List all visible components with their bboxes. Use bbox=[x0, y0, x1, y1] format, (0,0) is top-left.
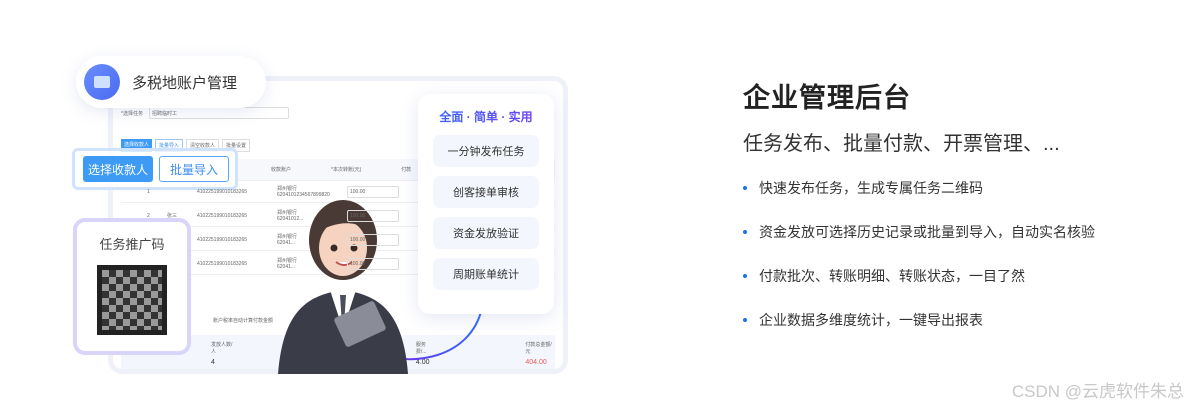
task-label: *选择任务 bbox=[121, 110, 143, 117]
row-bank: 郑州银行 bbox=[277, 257, 298, 264]
badge-title: 多税地账户管理 bbox=[132, 74, 238, 92]
row-bank: 郑州银行 bbox=[277, 209, 298, 216]
amount-input[interactable]: 100.00 bbox=[347, 257, 399, 270]
features-card: 全面 · 简单 · 实用 一分钟发布任务 创客接单审核 资金发放验证 周期账单统… bbox=[418, 94, 554, 314]
row-acct: 6204101234567899820 bbox=[277, 191, 330, 198]
header-amount: *本次转账(元) bbox=[331, 167, 362, 173]
row-no: 1 bbox=[147, 188, 150, 195]
account-management-badge: 多税地账户管理 bbox=[76, 56, 266, 108]
bullet-icon bbox=[743, 318, 747, 322]
stat-label: 服务费/... bbox=[415, 342, 427, 355]
page-subtitle: 任务发布、批量付款、开票管理、... bbox=[743, 133, 1060, 155]
list-item: 快速发布任务，生成专属任务二维码 bbox=[743, 166, 1095, 210]
feature-list: 快速发布任务，生成专属任务二维码 资金发放可选择历史记录或批量到导入，自动实名核… bbox=[743, 166, 1095, 342]
businesswoman-illustration bbox=[278, 200, 408, 374]
bullet-icon bbox=[743, 186, 747, 190]
list-item-text: 快速发布任务，生成专属任务二维码 bbox=[759, 180, 983, 196]
amount-input[interactable]: 100.00 bbox=[347, 209, 399, 222]
qr-title: 任务推广码 bbox=[99, 237, 165, 252]
features-heading: 全面 · 简单 · 实用 bbox=[418, 108, 554, 125]
note: 账户税率自动计算付款金额 bbox=[213, 318, 274, 324]
list-item-text: 资金发放可选择历史记录或批量到导入，自动实名核验 bbox=[759, 224, 1095, 240]
wallet-icon bbox=[84, 64, 120, 100]
row-bank: 郑州银行 bbox=[277, 233, 298, 240]
stat-value: 404.00 bbox=[525, 359, 547, 366]
list-item: 付款批次、转账明细、转账状态，一目了然 bbox=[743, 254, 1095, 298]
stat-label: 发放人数/人 bbox=[211, 342, 233, 355]
description-panel: 企业管理后台 任务发布、批量付款、开票管理、... 快速发布任务，生成专属任务二… bbox=[743, 76, 1095, 342]
stat-label: 付款总金额/元 bbox=[525, 342, 552, 355]
row-acct: 62041... bbox=[277, 239, 296, 246]
header-account: 收款账户 bbox=[271, 167, 292, 173]
row-id: 410225199010183265 bbox=[197, 188, 248, 195]
amount-input[interactable]: 100.00 bbox=[347, 185, 399, 198]
row-bank: 郑州银行 bbox=[277, 185, 298, 192]
row-id: 410225199010183265 bbox=[197, 236, 248, 243]
row-id: 410225199010183265 bbox=[197, 260, 248, 267]
header-pay: 付款 bbox=[401, 167, 412, 173]
feature-item: 创客接单审核 bbox=[433, 176, 539, 208]
action-buttons: 选择收款人 批量导入 bbox=[72, 148, 238, 190]
list-item: 资金发放可选择历史记录或批量到导入，自动实名核验 bbox=[743, 210, 1095, 254]
row-name: 张三 bbox=[167, 213, 178, 219]
list-item-text: 企业数据多维度统计，一键导出报表 bbox=[759, 312, 983, 328]
row-acct: 62041... bbox=[277, 263, 296, 270]
qr-card: 任务推广码 bbox=[73, 218, 191, 355]
batch-import-button[interactable]: 批量导入 bbox=[159, 156, 229, 182]
bullet-icon bbox=[743, 274, 747, 278]
select-payee-button[interactable]: 选择收款人 bbox=[83, 156, 153, 182]
qr-code-image bbox=[97, 265, 167, 335]
row-no: 2 bbox=[147, 212, 150, 219]
row-acct: 62041012... bbox=[277, 215, 304, 222]
watermark: CSDN @云虎软件朱总 bbox=[1011, 382, 1184, 401]
amount-input[interactable]: 100.00 bbox=[347, 233, 399, 246]
row-id: 410225199010183265 bbox=[197, 212, 248, 219]
list-item-text: 付款批次、转账明细、转账状态，一目了然 bbox=[759, 268, 1025, 284]
bullet-icon bbox=[743, 230, 747, 234]
list-item: 企业数据多维度统计，一键导出报表 bbox=[743, 298, 1095, 342]
stat-value: 4 bbox=[211, 359, 215, 366]
feature-item: 一分钟发布任务 bbox=[433, 135, 539, 167]
stat-value: 4.00 bbox=[415, 359, 430, 366]
task-select[interactable]: 招聘临时工 bbox=[148, 107, 289, 119]
feature-item: 资金发放验证 bbox=[433, 217, 539, 249]
feature-item: 周期账单统计 bbox=[433, 258, 539, 290]
page-title: 企业管理后台 bbox=[743, 83, 911, 113]
